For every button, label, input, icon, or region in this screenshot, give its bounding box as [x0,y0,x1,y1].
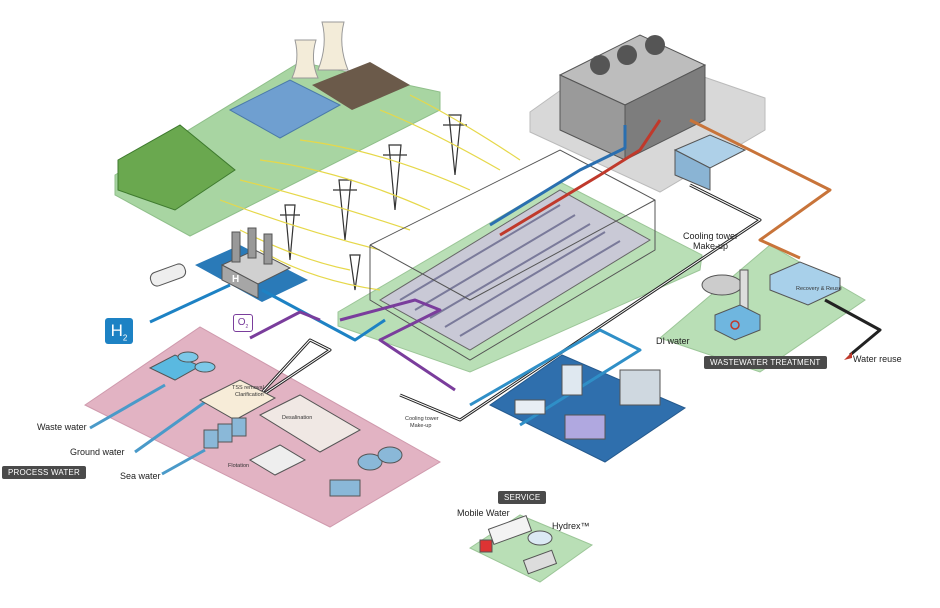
desalination-label: Desalination [282,415,312,421]
oxygen-pipe [249,310,321,340]
hydrogen-symbol: H [110,321,123,340]
hydrogen-badge: H2 [105,318,133,344]
power-lines [219,94,521,291]
hydrogen-subscript: 2 [122,333,128,343]
cooling-unit [558,34,747,191]
hydrex-label: Hydrex™ [552,521,590,531]
waste-water-label: Waste water [37,422,87,432]
water-reuse-label: Water reuse [853,354,902,364]
solar-farm [228,79,342,139]
data-center [369,149,656,361]
ground-water-label: Ground water [70,447,125,457]
oxygen-subscript: 2 [245,324,249,330]
cooling-tower-small-label-2: Make-up [410,423,431,429]
service-vehicles [479,515,558,575]
power-plant [312,62,410,110]
cooling-makeup-pipe-inner [399,184,761,421]
mobile-water-label: Mobile Water [457,508,510,518]
water-reuse-arrow-icon [844,352,852,360]
process-water-tag: PROCESS WATER [2,466,86,479]
sea-water-pipe [161,448,206,476]
h2-plant-mark: H [232,274,239,285]
cooling-towers [291,21,349,79]
tss-removal-label: TSS removal [232,385,264,391]
orange-pipe [689,118,832,260]
di-water-equipment [514,364,661,440]
oxygen-symbol: O [237,317,246,328]
hydro-dam [117,124,236,211]
service-tag: SERVICE [498,491,547,504]
wastewater-treatment-tag: WASTEWATER TREATMENT [704,356,827,369]
cooling-tower-label-1: Cooling tower [683,231,738,241]
cooling-tower-label-2: Make-up [693,241,728,251]
process-equipment [148,351,403,497]
ground-water-pipe [134,393,216,454]
wastewater-equipment [701,261,841,341]
recovery-reuse-label: Recovery & Reuse [796,286,842,292]
sea-water-label: Sea water [120,471,161,481]
power-pylons [280,114,467,291]
return-pipe [489,125,627,227]
tanker-truck [149,263,187,287]
water-reuse-pipe [824,298,882,357]
di-water-platform [489,354,687,463]
process-water-platform [84,326,442,528]
oxygen-pipe-2 [339,298,456,392]
clarification-label: Clarification [235,392,264,398]
di-water-label: DI water [656,336,690,346]
h2-to-datacenter-pipe [261,288,386,342]
cooling-tower-small-label-1: Cooling tower [405,416,439,422]
flotation-label: Flotation [228,463,249,469]
hot-pipe [499,119,662,237]
h2-electrolyzer [220,227,292,299]
process-to-dc-pipe-inner [239,339,331,411]
waste-water-pipe [89,383,166,430]
hydrogen-pipe [149,283,231,324]
oxygen-badge: O2 [233,314,253,332]
